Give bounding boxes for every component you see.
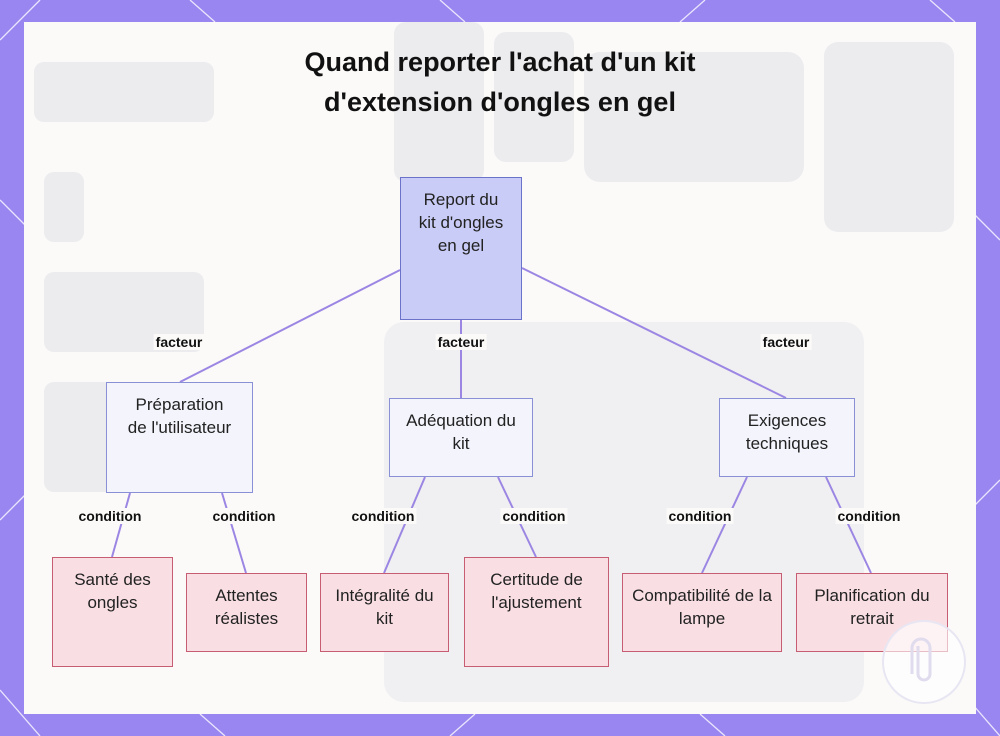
node-preparation-label: Préparation de l'utilisateur: [127, 395, 232, 437]
node-root: Report du kit d'ongles en gel: [400, 177, 522, 320]
edge-prep-attentes: [221, 492, 247, 574]
edge-exigences-planif: [825, 476, 872, 574]
edge-label-factor: facteur: [153, 334, 205, 350]
node-exigences: Exigences techniques: [719, 398, 855, 477]
node-preparation: Préparation de l'utilisateur: [106, 382, 253, 493]
node-certitude: Certitude de l'ajustement: [464, 557, 609, 667]
edge-label-condition: condition: [349, 508, 417, 524]
node-adequation: Adéquation du kit: [389, 398, 533, 477]
title-line-1: Quand reporter l'achat d'un kit: [304, 47, 696, 77]
edge-root-exigences: [521, 267, 787, 399]
node-planification: Planification du retrait: [796, 573, 948, 652]
paperclip-icon: [882, 620, 966, 704]
edge-label-condition: condition: [210, 508, 278, 524]
title-line-2: d'extension d'ongles en gel: [324, 87, 676, 117]
node-exigences-label: Exigences techniques: [745, 411, 829, 453]
diagram-card: [24, 22, 976, 714]
node-integralite-label: Intégralité du kit: [335, 586, 434, 628]
edge-label-condition: condition: [76, 508, 144, 524]
node-compatibilite: Compatibilité de la lampe: [622, 573, 782, 652]
edge-prep-sante: [111, 492, 131, 558]
node-compatibilite-label: Compatibilité de la lampe: [632, 586, 772, 628]
node-attentes-label: Attentes réalistes: [214, 586, 279, 628]
edge-label-condition: condition: [500, 508, 568, 524]
node-attentes: Attentes réalistes: [186, 573, 307, 652]
edge-label-factor: facteur: [435, 334, 487, 350]
node-sante-label: Santé des ongles: [74, 570, 151, 612]
node-integralite: Intégralité du kit: [320, 573, 449, 652]
node-root-label: Report du kit d'ongles en gel: [418, 190, 504, 255]
node-sante: Santé des ongles: [52, 557, 173, 667]
edge-label-condition: condition: [666, 508, 734, 524]
edge-label-factor: facteur: [760, 334, 812, 350]
node-adequation-label: Adéquation du kit: [406, 411, 516, 453]
edge-root-prep: [179, 269, 401, 383]
edge-label-condition: condition: [835, 508, 903, 524]
diagram-title: Quand reporter l'achat d'un kit d'extens…: [0, 42, 1000, 122]
edge-exigences-compat: [701, 476, 748, 574]
edge-adequation-integralite: [383, 476, 426, 574]
node-certitude-label: Certitude de l'ajustement: [490, 570, 583, 612]
node-planification-label: Planification du retrait: [814, 586, 930, 628]
